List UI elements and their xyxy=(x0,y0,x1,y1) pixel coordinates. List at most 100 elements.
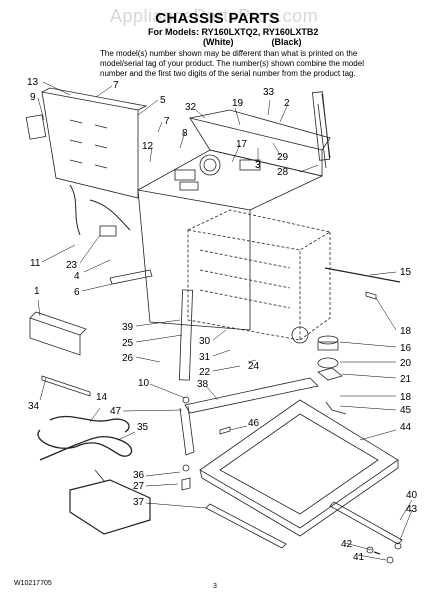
models-line: For Models: RY160LXTQ2, RY160LXTB2 xyxy=(148,27,319,37)
terminal-block xyxy=(99,225,117,237)
chassis-top-edge xyxy=(189,109,331,151)
callout-label: 2 xyxy=(284,98,290,109)
bottom-tray-inner xyxy=(219,413,379,515)
bottom-tray-lip xyxy=(199,460,399,537)
rod xyxy=(324,267,401,283)
callout-label: 18 xyxy=(400,392,412,403)
wire-harness xyxy=(89,199,131,231)
left-trim xyxy=(109,269,153,285)
screw xyxy=(365,291,377,300)
callout-label: 13 xyxy=(27,77,39,88)
screw xyxy=(182,464,190,472)
callout-label: 37 xyxy=(133,497,145,508)
drawer-panel-edge xyxy=(29,311,87,336)
watermark: AppliancePartsPros.com xyxy=(110,6,319,26)
bake-element-lower xyxy=(69,479,151,535)
callout-label: 28 xyxy=(277,167,289,178)
rear-rail-line xyxy=(317,103,327,169)
screw xyxy=(219,426,231,435)
note-line: The model(s) number shown may be differe… xyxy=(100,49,358,58)
callout-label: 12 xyxy=(142,141,154,152)
callout-label: 30 xyxy=(199,336,211,347)
callout-label: 19 xyxy=(232,98,244,109)
callout-label: 34 xyxy=(28,401,40,412)
vent-grille xyxy=(174,169,196,181)
callout-label: 1 xyxy=(34,286,40,297)
callout-label: 46 xyxy=(248,418,260,429)
bottom-tray xyxy=(199,399,399,529)
document-number: W10217705 xyxy=(14,580,52,587)
callout-label: 41 xyxy=(353,552,365,563)
back-panel-plate xyxy=(25,114,47,140)
drawer-panel xyxy=(29,317,81,356)
callout-label: 42 xyxy=(341,539,353,550)
page-number: 3 xyxy=(213,583,217,590)
back-panel-edge xyxy=(41,87,148,111)
callout-label: 11 xyxy=(30,258,41,269)
callout-label: 39 xyxy=(122,322,134,333)
screw xyxy=(181,477,191,491)
model-note: The model(s) number shown may be differe… xyxy=(100,49,364,79)
callout-label: 14 xyxy=(96,392,108,403)
drawer-rail xyxy=(329,501,403,545)
center-bracket-leg xyxy=(179,405,195,456)
callout-label: 26 xyxy=(122,353,134,364)
callout-label: 24 xyxy=(248,361,260,372)
color-variants: (White) (Black) xyxy=(203,37,340,47)
callout-label: 38 xyxy=(197,379,209,390)
vent-opening xyxy=(199,154,221,176)
callout-label: 15 xyxy=(400,267,412,278)
screw xyxy=(394,542,402,550)
screw xyxy=(366,546,374,554)
back-panel-slots xyxy=(69,119,108,169)
chassis-side-panel xyxy=(137,189,251,331)
callout-label: 33 xyxy=(263,87,275,98)
back-panel xyxy=(41,91,139,199)
lead-wire xyxy=(94,469,106,483)
color-white: (White) xyxy=(203,37,234,47)
grommet xyxy=(291,326,309,344)
callout-label: 31 xyxy=(199,352,211,363)
callout-label: 45 xyxy=(400,405,412,416)
bake-element xyxy=(49,415,130,433)
chassis-rear-panel xyxy=(189,117,323,177)
color-black: (Black) xyxy=(271,37,302,47)
vent-grille xyxy=(179,181,199,191)
callout-label: 7 xyxy=(164,116,170,127)
spreader xyxy=(317,357,339,369)
callout-label: 10 xyxy=(138,378,150,389)
wire-harness xyxy=(69,184,81,236)
diagram-drawing xyxy=(25,87,403,564)
callout-labels: 13 7 9 5 32 19 33 2 7 8 17 12 3 29 28 11… xyxy=(27,77,418,563)
callout-label: 4 xyxy=(74,271,80,282)
callout-label: 43 xyxy=(406,504,418,515)
drawer-rail xyxy=(205,503,287,549)
note-line: model/serial tag of your product. The nu… xyxy=(100,59,364,68)
callout-label: 27 xyxy=(133,481,145,492)
callout-label: 6 xyxy=(74,287,80,298)
callout-label: 22 xyxy=(199,367,211,378)
callout-label: 29 xyxy=(277,152,289,163)
callout-label: 21 xyxy=(400,374,412,385)
page-title: CHASSIS PARTS xyxy=(155,10,280,27)
screw xyxy=(373,551,381,555)
callout-label: 44 xyxy=(400,422,412,433)
callout-label: 5 xyxy=(160,95,166,106)
oven-cavity-outline xyxy=(187,209,332,341)
drawer-strip xyxy=(41,375,91,397)
vent-grille xyxy=(239,159,261,171)
callout-label: 25 xyxy=(122,338,134,349)
callout-label: 16 xyxy=(400,343,412,354)
leader-lines xyxy=(37,81,413,561)
callout-label: 23 xyxy=(66,260,78,271)
bracket-45 xyxy=(325,401,347,415)
burner-head xyxy=(317,335,339,345)
front-frame-strip xyxy=(179,289,193,381)
callout-label: 9 xyxy=(30,92,36,103)
callout-label: 35 xyxy=(137,422,149,433)
screw xyxy=(182,396,190,404)
callout-label: 18 xyxy=(400,326,412,337)
note-line: number and the first two digits of the s… xyxy=(100,69,356,78)
bracket xyxy=(317,367,343,381)
